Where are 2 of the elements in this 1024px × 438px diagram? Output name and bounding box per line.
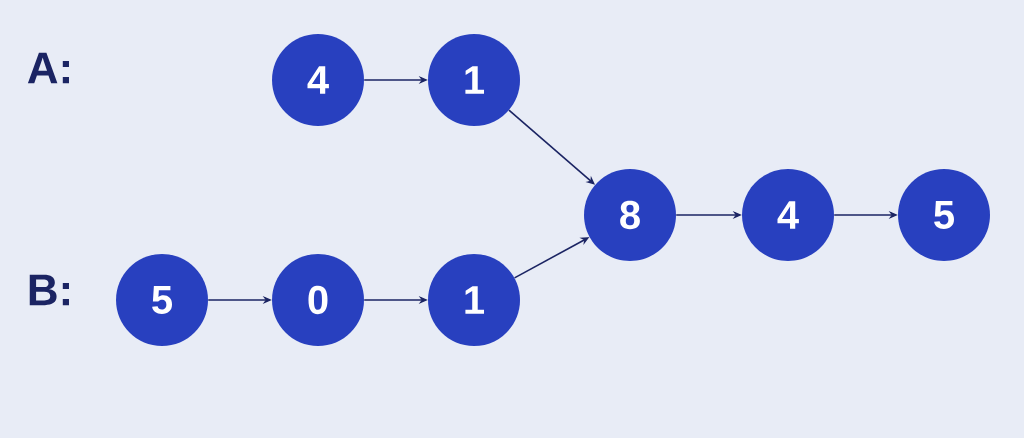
row-label: A: xyxy=(27,52,69,84)
row-label: B: xyxy=(29,274,69,306)
